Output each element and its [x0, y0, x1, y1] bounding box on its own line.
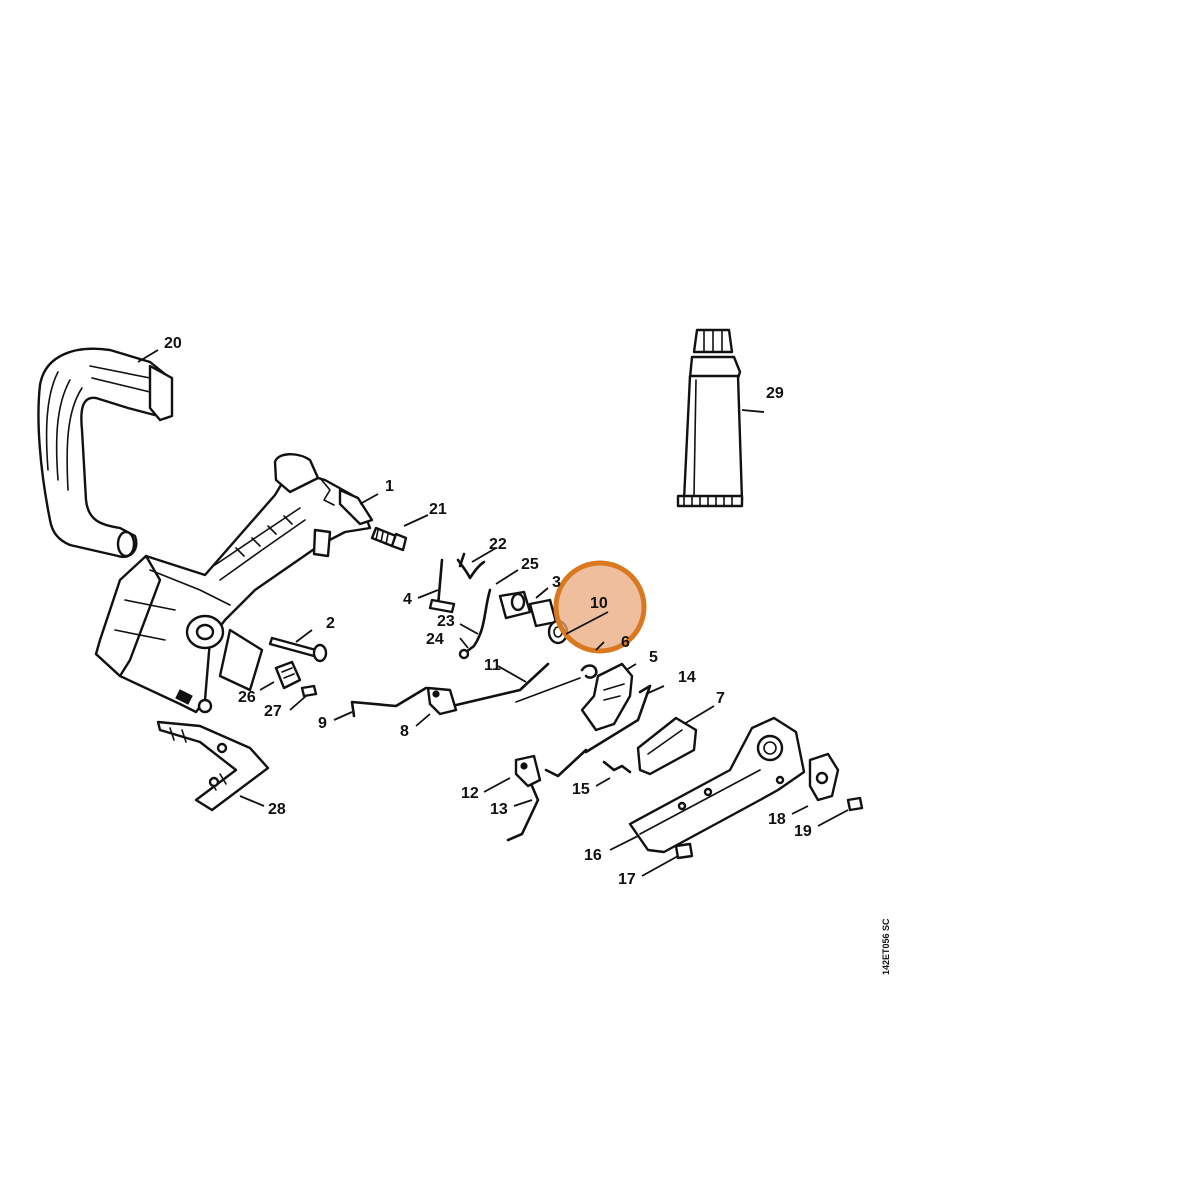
part-label-22[interactable]: 22 — [489, 536, 507, 553]
clip-part-26 — [274, 660, 302, 690]
cover-part-7 — [636, 716, 698, 776]
part-label-6[interactable]: 6 — [621, 634, 630, 651]
cable-part-23 — [458, 588, 492, 660]
screw-part-17 — [674, 842, 694, 860]
part-label-24[interactable]: 24 — [426, 631, 444, 648]
part-labels: 20 1 21 2 3 4 5 6 7 8 9 10 11 12 13 14 1… — [164, 335, 812, 888]
throttle-rod-part — [450, 662, 581, 708]
part-label-29[interactable]: 29 — [766, 385, 784, 402]
part-label-19[interactable]: 19 — [794, 823, 812, 840]
part-label-17[interactable]: 17 — [618, 871, 636, 888]
part-label-1[interactable]: 1 — [385, 478, 394, 495]
part-label-4[interactable]: 4 — [403, 591, 412, 608]
rod-part-9 — [350, 686, 428, 718]
part-label-8[interactable]: 8 — [400, 723, 409, 740]
part-label-23[interactable]: 23 — [437, 613, 455, 630]
part-label-2[interactable]: 2 — [326, 615, 335, 632]
part-label-9[interactable]: 9 — [318, 715, 327, 732]
part-label-14[interactable]: 14 — [678, 669, 696, 686]
part-label-3[interactable]: 3 — [552, 574, 561, 591]
lever-part-12 — [514, 754, 542, 788]
leader-lines — [137, 349, 849, 877]
part-label-13[interactable]: 13 — [490, 801, 508, 818]
part-label-25[interactable]: 25 — [521, 556, 539, 573]
part-label-12[interactable]: 12 — [461, 785, 479, 802]
part-label-27[interactable]: 27 — [264, 703, 282, 720]
rear-bracket-part-16 — [628, 716, 806, 854]
part-10-highlight-ring — [553, 560, 647, 654]
interlock-lever-part-8 — [426, 686, 458, 716]
handlebar-part — [37, 347, 174, 559]
handle-frame-part — [94, 453, 374, 714]
rod-part-13 — [506, 784, 540, 842]
spring-part-15 — [544, 748, 632, 778]
part-label-26[interactable]: 26 — [238, 689, 256, 706]
lever-part-4 — [428, 558, 456, 614]
part-label-11[interactable]: 11 — [484, 657, 501, 674]
bushing-part-25 — [498, 590, 532, 620]
spring-part-6 — [580, 664, 598, 679]
part-label-20[interactable]: 20 — [164, 335, 182, 352]
screw-part-27 — [300, 684, 318, 698]
part-label-10[interactable]: 10 — [590, 595, 608, 612]
screw-part-21 — [370, 526, 408, 552]
long-bolt-part — [268, 636, 328, 663]
part-label-28[interactable]: 28 — [268, 801, 286, 818]
part-label-5[interactable]: 5 — [649, 649, 658, 666]
part-label-15[interactable]: 15 — [572, 781, 590, 798]
spring-part-22 — [456, 552, 486, 580]
grease-tube-part — [676, 328, 744, 508]
drawing-code: 142ET056 SC — [881, 918, 891, 975]
rod-part-14 — [584, 684, 652, 754]
part-label-21[interactable]: 21 — [429, 501, 447, 518]
part-label-18[interactable]: 18 — [768, 811, 786, 828]
screw-part-19 — [846, 796, 864, 812]
part-label-7[interactable]: 7 — [716, 690, 725, 707]
cap-part-18 — [808, 752, 840, 802]
bottom-plate-part — [156, 720, 270, 812]
part-label-16[interactable]: 16 — [584, 847, 602, 864]
throttle-trigger-part-5 — [580, 662, 634, 732]
